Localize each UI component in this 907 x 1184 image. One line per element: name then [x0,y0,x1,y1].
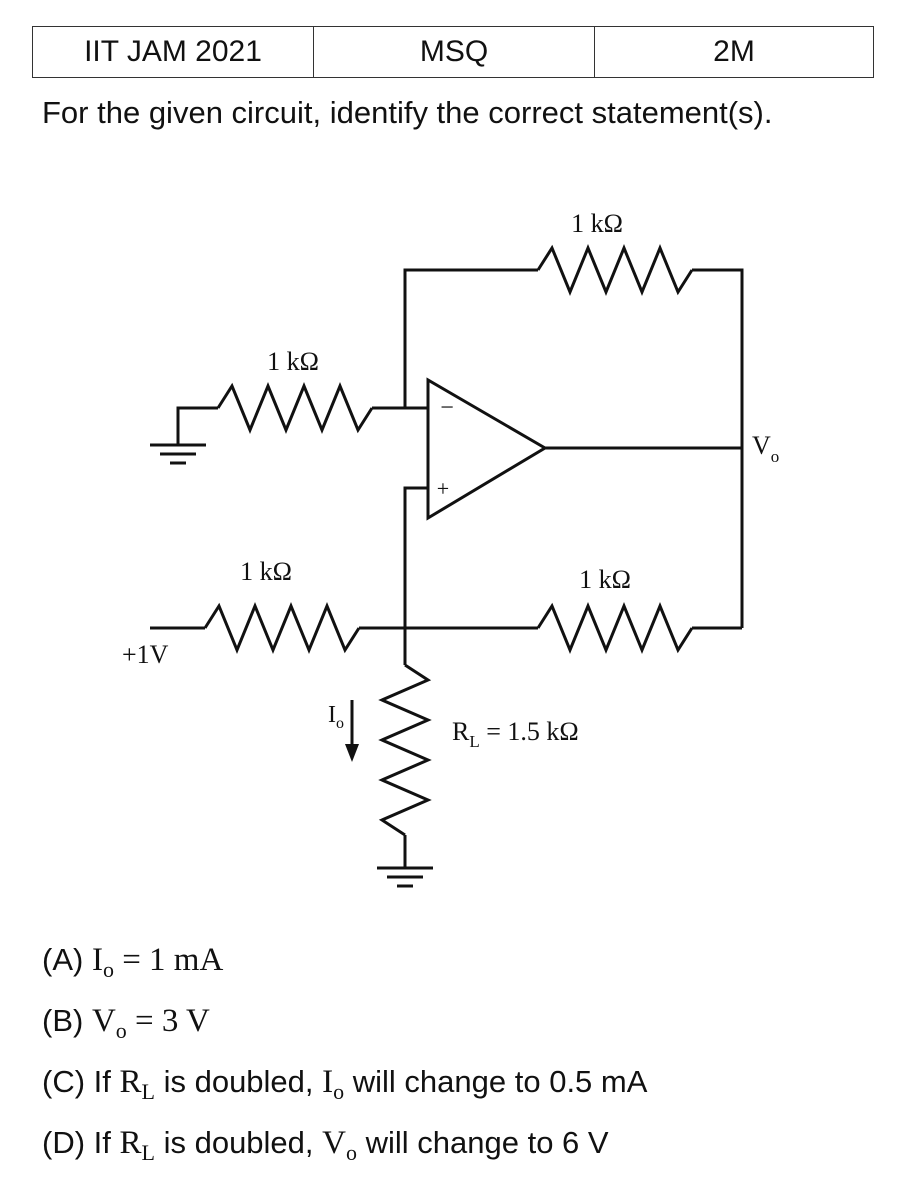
label-r-inverting: 1 kΩ [267,347,319,376]
label-vo: Vo [752,431,779,466]
resistor-input [203,602,361,654]
wire-ground-left [176,406,218,445]
label-load: RL = 1.5 kΩ [452,717,579,751]
type-cell: MSQ [313,26,595,78]
resistor-positive-feedback [536,602,694,654]
opamp-triangle [426,377,548,521]
marks-cell: 2M [594,26,874,78]
option-c: (C) If RL is doubled, Io will change to … [42,1064,648,1104]
label-r-input: 1 kΩ [240,557,292,586]
question-text: For the given circuit, identify the corr… [42,95,773,130]
wire-feedback-left [403,268,538,408]
option-d: (D) If RL is doubled, Vo will change to … [42,1125,609,1165]
resistor-inverting [216,382,374,434]
ground-symbol-bottom [377,866,433,888]
label-source: +1V [122,640,169,669]
label-minus: − [440,395,454,421]
option-a: (A) Io = 1 mA [42,942,224,982]
label-io: Io [328,702,344,732]
resistor-load [378,663,432,837]
wire-plus-input [403,486,428,665]
ground-symbol-top [150,443,206,465]
label-r-feedback: 1 kΩ [571,209,623,238]
exam-cell: IIT JAM 2021 [32,26,314,78]
circuit-diagram: 1 kΩ 1 kΩ 1 kΩ 1 kΩ +1V − + Vo Io RL = 1… [122,209,779,888]
resistor-feedback [536,244,694,296]
label-r-positive-feedback: 1 kΩ [579,565,631,594]
options-list: (A) Io = 1 mA (B) Vo = 3 V (C) If RL is … [42,934,647,1178]
label-plus: + [437,476,449,501]
wire-feedback-right [692,268,744,628]
option-b: (B) Vo = 3 V [42,1003,210,1043]
current-arrowhead [345,744,359,762]
header-table: IIT JAM 2021 MSQ 2M [32,26,874,78]
